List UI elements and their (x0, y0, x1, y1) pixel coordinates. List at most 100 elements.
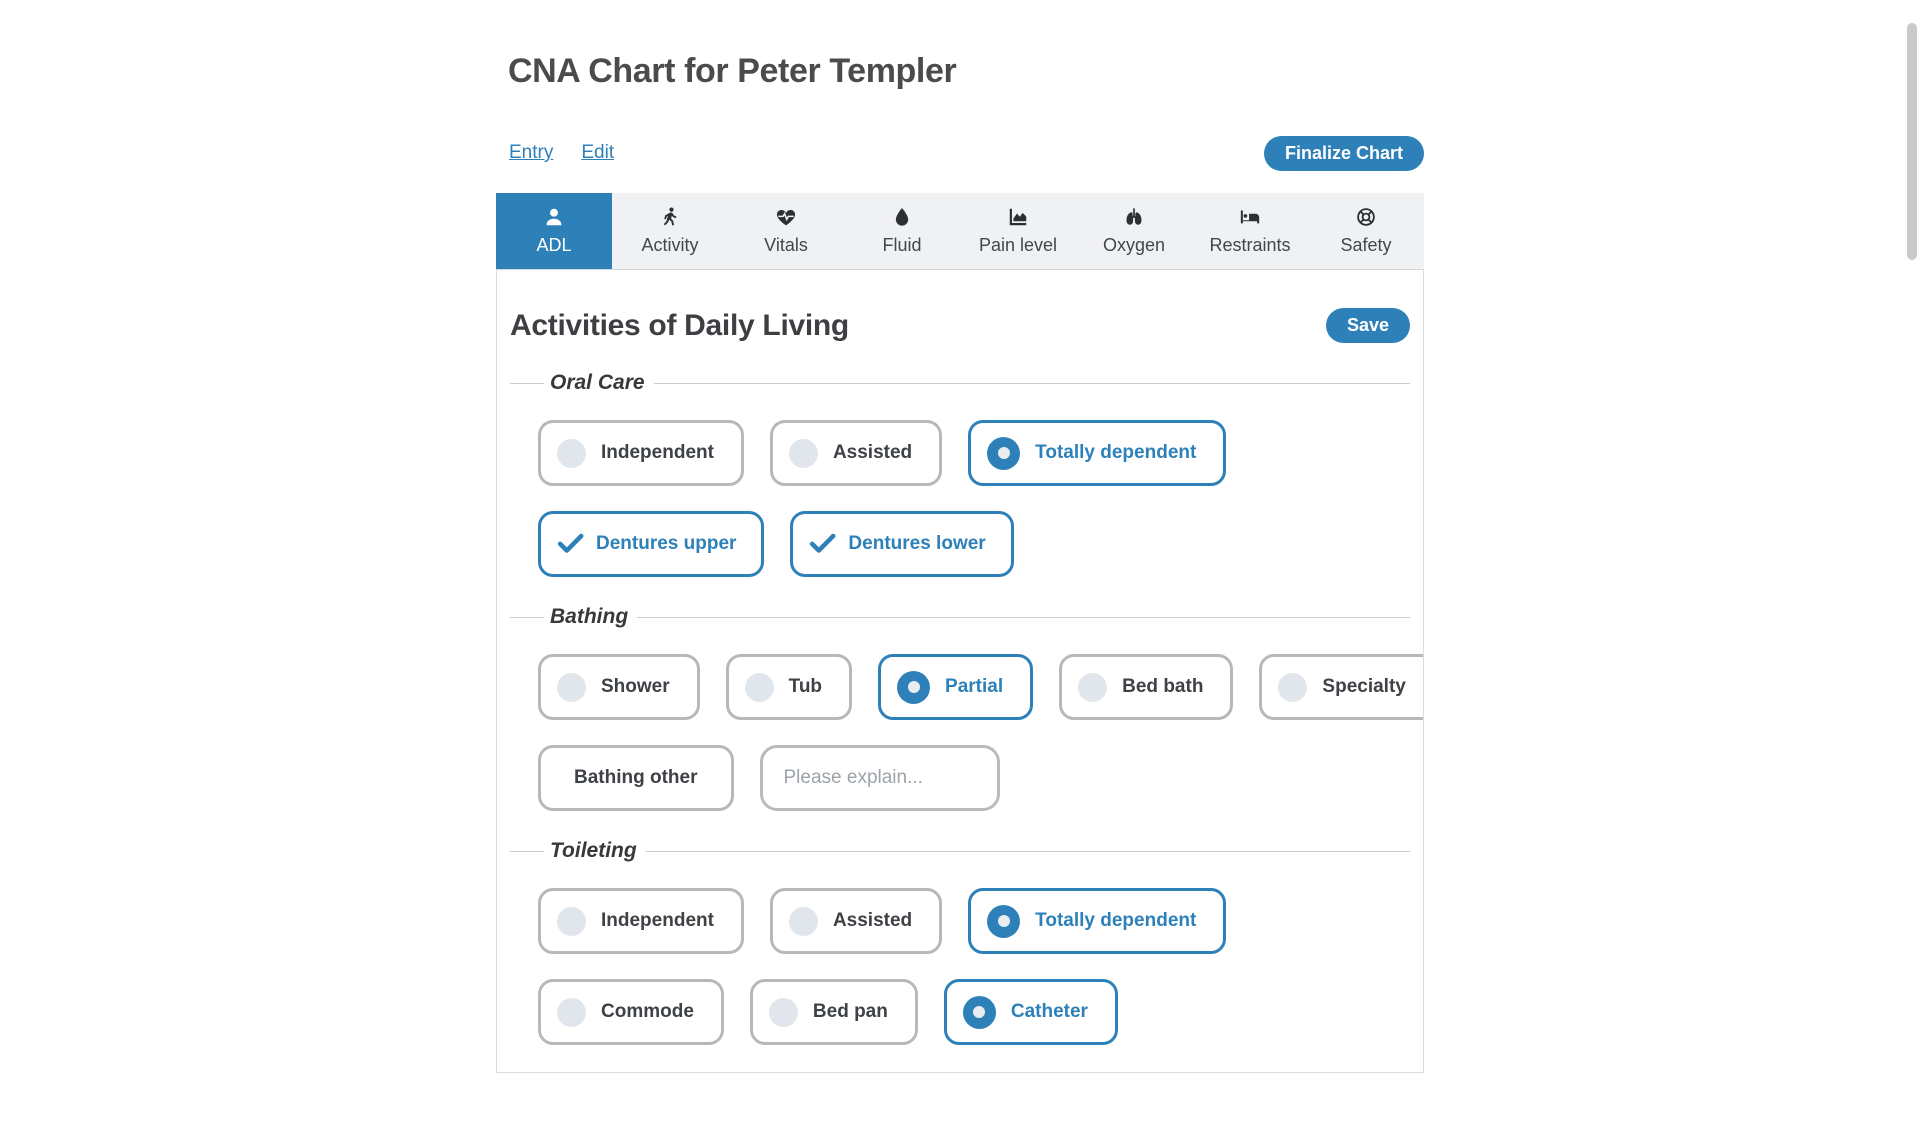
check-icon (810, 533, 836, 553)
tab-label: Pain level (978, 235, 1058, 255)
tab-vitals[interactable]: Vitals (728, 193, 844, 269)
section-legend-oral-care: Oral Care (550, 371, 645, 394)
radio-dot-selected (897, 670, 931, 704)
radio-option-bed-pan[interactable]: Bed pan (749, 979, 918, 1045)
life-ring-icon (1357, 208, 1375, 226)
tab-safety[interactable]: Safety (1308, 193, 1424, 269)
bed-icon (1240, 210, 1260, 224)
option-label: Bathing other (574, 767, 698, 788)
checkbox-bathing-other[interactable]: Bathing other (538, 745, 734, 811)
heart-pulse-icon (776, 210, 796, 226)
option-label: Assisted (832, 442, 913, 463)
radio-dot-selected (987, 436, 1021, 470)
user-icon (546, 208, 562, 226)
option-label: Commode (601, 1001, 694, 1022)
tab-oxygen[interactable]: Oxygen (1076, 193, 1192, 269)
radio-dot-selected (987, 904, 1021, 938)
tab-fluid[interactable]: Fluid (844, 193, 960, 269)
radio-dot (788, 906, 818, 936)
section-oral-care: Oral Care Independent Assisted Totally d… (510, 371, 1410, 577)
tab-adl[interactable]: ADL (496, 193, 612, 269)
page-scrollbar-thumb[interactable] (1907, 23, 1917, 260)
option-label: Specialty (1322, 676, 1406, 697)
section-bathing: Bathing Shower Tub Partial Bed bath (510, 605, 1423, 811)
bathing-radio-row: Shower Tub Partial Bed bath Specialty (538, 654, 1423, 720)
bathing-other-row: Bathing other (538, 745, 1410, 811)
radio-option-assisted[interactable]: Assisted (769, 888, 943, 954)
radio-dot (744, 672, 774, 702)
tab-label: Safety (1340, 235, 1392, 255)
panel-heading: Activities of Daily Living (510, 308, 849, 342)
person-walking-icon (663, 207, 677, 226)
oral-care-radio-row: Independent Assisted Totally dependent (538, 420, 1410, 486)
lungs-icon (1126, 208, 1142, 225)
radio-dot (1278, 672, 1308, 702)
checkbox-dentures-upper[interactable]: Dentures upper (538, 511, 765, 577)
tab-label: Vitals (764, 235, 808, 255)
radio-dot (557, 438, 586, 468)
tab-label: ADL (536, 235, 572, 255)
option-label: Catheter (1010, 1001, 1088, 1022)
option-label: Bed bath (1122, 676, 1204, 697)
option-label: Independent (601, 442, 714, 463)
radio-option-totally-dependent[interactable]: Totally dependent (968, 888, 1227, 954)
page-title: CNA Chart for Peter Templer (508, 52, 957, 90)
option-label: Totally dependent (1035, 910, 1197, 931)
radio-option-independent[interactable]: Independent (538, 888, 744, 954)
save-button[interactable]: Save (1325, 308, 1410, 343)
panel-header: Activities of Daily Living Save (510, 308, 1410, 343)
page-container: CNA Chart for Peter Templer Entry Edit Fi… (496, 52, 1424, 1073)
radio-dot (557, 906, 586, 936)
section-toileting: Toileting Independent Assisted Totally d… (510, 839, 1410, 1045)
radio-option-independent[interactable]: Independent (538, 420, 744, 486)
radio-option-assisted[interactable]: Assisted (769, 420, 943, 486)
option-label: Shower (601, 676, 670, 697)
radio-option-bed-bath[interactable]: Bed bath (1059, 654, 1234, 720)
radio-option-commode[interactable]: Commode (538, 979, 724, 1045)
section-legend-toileting: Toileting (550, 839, 637, 862)
finalize-chart-button[interactable]: Finalize Chart (1263, 135, 1424, 171)
tab-pain-level[interactable]: Pain level (960, 193, 1076, 269)
bathing-explain-input[interactable] (759, 745, 1000, 811)
option-label: Dentures lower (848, 533, 986, 554)
radio-option-specialty[interactable]: Specialty (1259, 654, 1423, 720)
toileting-radio-row: Independent Assisted Totally dependent (538, 888, 1410, 954)
tab-label: Activity (641, 235, 699, 255)
radio-dot-selected (962, 995, 996, 1029)
option-label: Partial (945, 676, 1004, 697)
radio-option-totally-dependent[interactable]: Totally dependent (968, 420, 1227, 486)
option-label: Assisted (832, 910, 913, 931)
radio-option-partial[interactable]: Partial (878, 654, 1034, 720)
option-label: Totally dependent (1035, 442, 1197, 463)
tab-activity[interactable]: Activity (612, 193, 728, 269)
tab-bar: ADL Activity Vitals Fluid Pain level Oxy… (496, 193, 1424, 270)
tab-label: Oxygen (1102, 235, 1166, 255)
nav-links: Entry Edit (509, 142, 642, 164)
adl-tab-panel: Activities of Daily Living Save Oral Car… (496, 270, 1424, 1073)
check-icon (557, 533, 584, 553)
option-label: Independent (601, 910, 714, 931)
option-label: Tub (788, 676, 823, 697)
actions-row: Entry Edit Finalize Chart (496, 135, 1424, 171)
radio-option-shower[interactable]: Shower (538, 654, 700, 720)
radio-dot (768, 997, 798, 1027)
radio-dot (788, 438, 818, 468)
radio-dot (1078, 672, 1108, 702)
droplet-icon (895, 208, 909, 226)
radio-option-tub[interactable]: Tub (725, 654, 853, 720)
tab-restraints[interactable]: Restraints (1192, 193, 1308, 269)
tab-label: Restraints (1209, 235, 1291, 255)
option-label: Dentures upper (596, 533, 737, 554)
entry-link[interactable]: Entry (509, 142, 554, 163)
radio-dot (557, 997, 586, 1027)
oral-care-checkbox-row: Dentures upper Dentures lower (538, 511, 1410, 577)
tab-label: Fluid (882, 235, 922, 255)
checkbox-dentures-lower[interactable]: Dentures lower (790, 511, 1014, 577)
edit-link[interactable]: Edit (581, 142, 615, 163)
chart-area-icon (1009, 208, 1027, 226)
radio-option-catheter[interactable]: Catheter (943, 979, 1118, 1045)
option-label: Bed pan (812, 1001, 888, 1022)
toileting-method-row: Commode Bed pan Catheter (538, 979, 1410, 1045)
radio-dot (557, 672, 586, 702)
section-legend-bathing: Bathing (550, 605, 629, 628)
